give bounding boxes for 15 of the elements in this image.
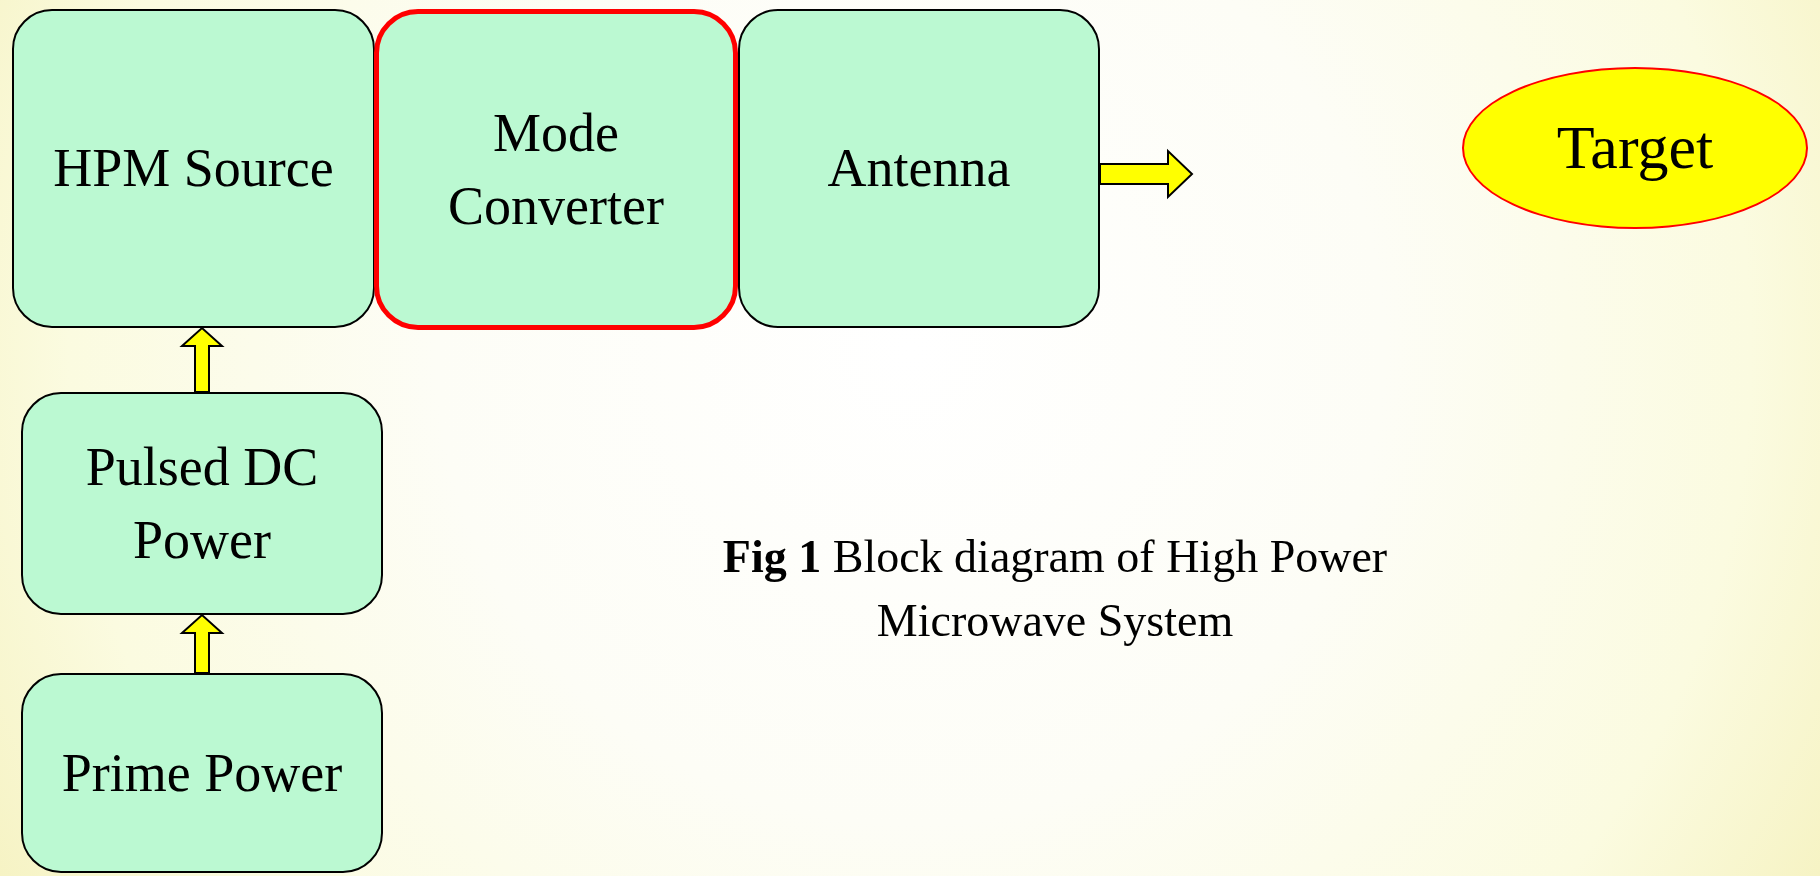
node-label: Antenna: [826, 137, 1012, 201]
block-arrow: [179, 326, 225, 393]
process-box: [21, 392, 383, 615]
block-arrow: [179, 613, 225, 674]
process-box: [21, 673, 383, 873]
process-box: [12, 9, 375, 328]
process-box: [738, 9, 1100, 328]
process-box: [374, 9, 738, 330]
figure-caption: Fig 1 Block diagram of High Power Microwave System: [721, 530, 1389, 649]
node-label: Target: [1555, 112, 1715, 184]
node-label: Prime Power: [60, 741, 344, 805]
node-label: Mode Converter: [447, 101, 665, 238]
node-label: HPM Source: [52, 137, 335, 201]
node-label: Pulsed DC Power: [84, 435, 320, 572]
block-arrow: [1099, 148, 1194, 200]
